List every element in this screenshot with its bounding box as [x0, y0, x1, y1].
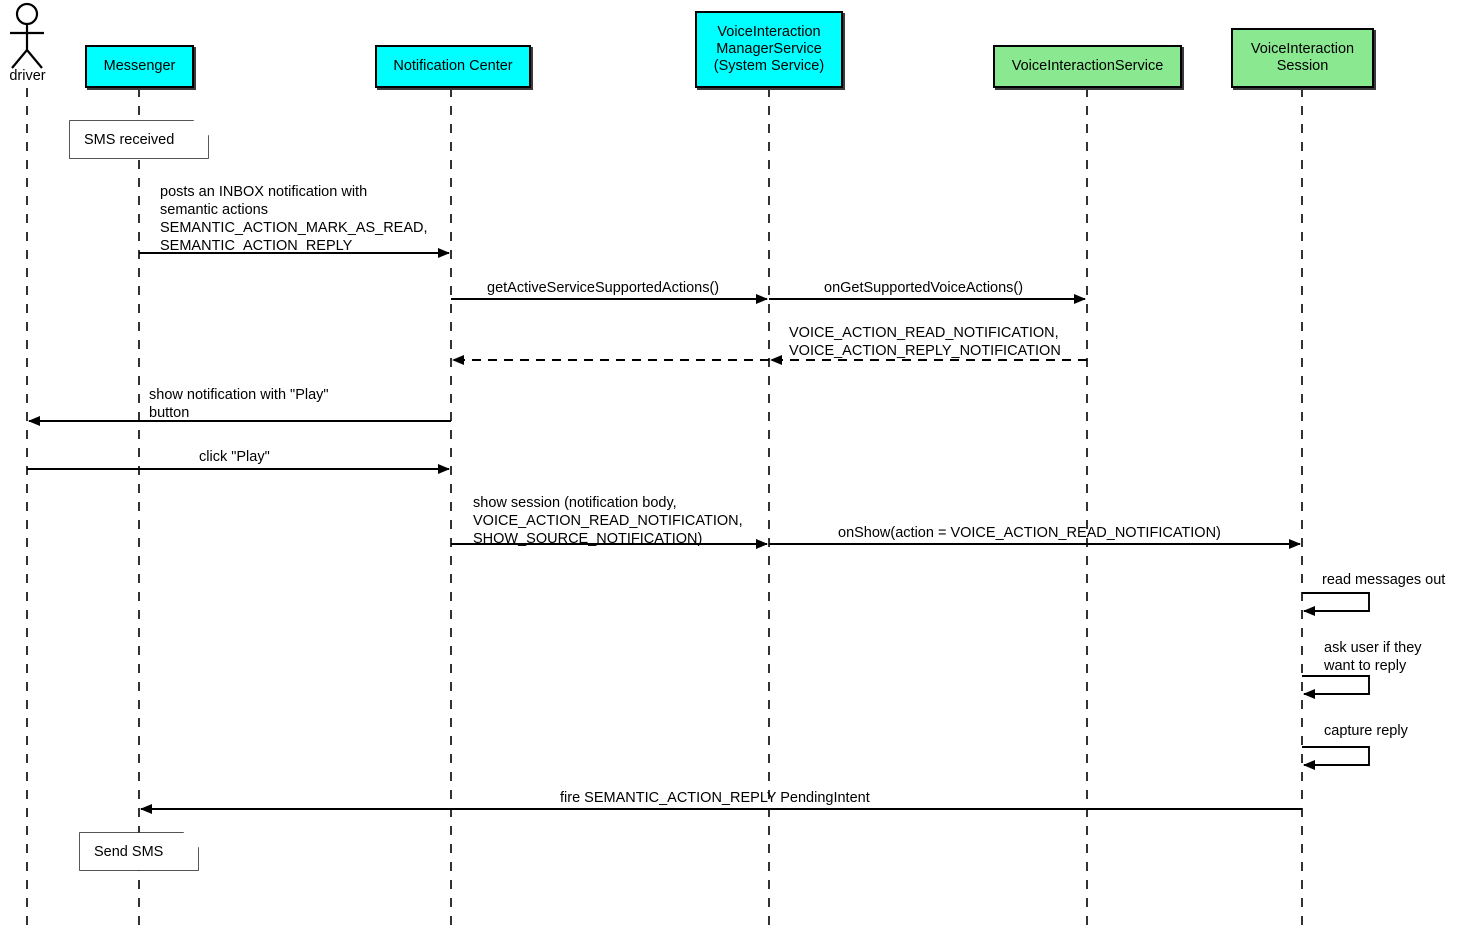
self-arrow-read-messages-out: [1302, 592, 1370, 616]
note-send-sms-label: Send SMS: [94, 843, 164, 860]
actor-driver-label: driver: [9, 68, 46, 84]
note-sms-received: SMS received: [70, 121, 208, 158]
message-label-on-get-supported-voice-actions: onGetSupportedVoiceActions(): [824, 280, 1024, 296]
participant-voice-interaction-service[interactable]: VoiceInteractionService: [993, 45, 1182, 88]
note-sms-received-label: SMS received: [84, 131, 175, 148]
lifelines-group: [26, 88, 1303, 929]
participant-voice-interaction-service-label: VoiceInteractionService: [1011, 58, 1164, 75]
self-messages-group: [1302, 592, 1370, 770]
actor-driver-figure: [10, 2, 44, 69]
message-label-on-show: onShow(action = VOICE_ACTION_READ_NOTIFI…: [838, 525, 1221, 541]
participant-notification-center[interactable]: Notification Center: [375, 45, 531, 88]
participant-messenger[interactable]: Messenger: [85, 45, 194, 88]
self-arrow-capture-reply: [1302, 746, 1370, 770]
message-label-post-inbox-notification: posts an INBOX notification with semanti…: [160, 184, 428, 254]
participant-voice-interaction-manager-service-label: VoiceInteraction ManagerService (System …: [713, 24, 825, 74]
message-label-fire-semantic-action-reply: fire SEMANTIC_ACTION_REPLY PendingIntent: [560, 790, 870, 806]
self-message-label-ask-user-if-they-want-to-reply: ask user if they want to reply: [1324, 640, 1422, 674]
participant-voice-interaction-session[interactable]: VoiceInteraction Session: [1231, 28, 1374, 88]
message-label-show-notification-with-play: show notification with "Play" button: [149, 387, 329, 421]
participant-notification-center-label: Notification Center: [393, 58, 513, 75]
message-label-click-play: click "Play": [199, 449, 270, 465]
messages-group: [27, 248, 1302, 814]
participant-voice-interaction-manager-service[interactable]: VoiceInteraction ManagerService (System …: [695, 11, 843, 88]
participant-messenger-label: Messenger: [103, 58, 176, 75]
self-message-label-read-messages-out: read messages out: [1322, 572, 1446, 588]
self-arrow-ask-user-if-they-want-to-reply: [1302, 675, 1370, 699]
message-label-return-voice-actions: VOICE_ACTION_READ_NOTIFICATION, VOICE_AC…: [789, 325, 1061, 359]
self-message-label-capture-reply: capture reply: [1324, 723, 1408, 739]
participant-voice-interaction-session-label: VoiceInteraction Session: [1250, 41, 1355, 74]
note-send-sms: Send SMS: [80, 833, 198, 870]
message-label-get-active-service-supported-actions: getActiveServiceSupportedActions(): [487, 280, 720, 296]
message-label-show-session: show session (notification body, VOICE_A…: [473, 495, 743, 547]
